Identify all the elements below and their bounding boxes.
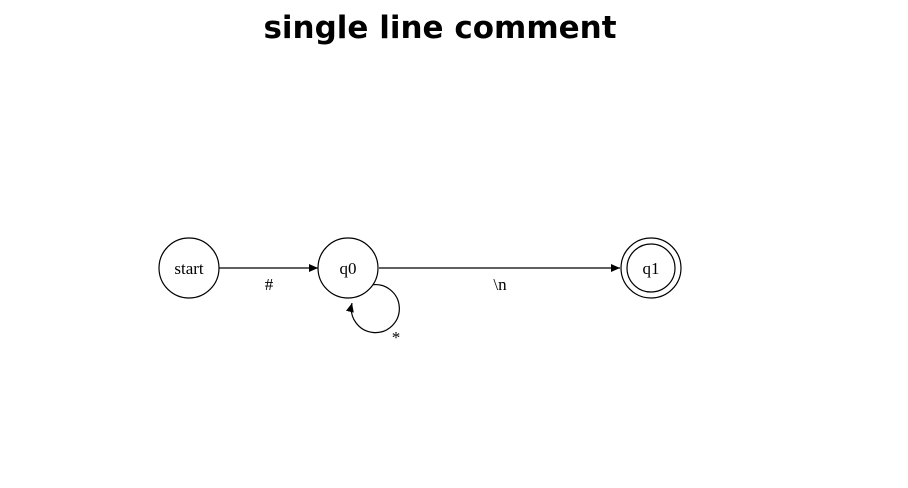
state-label-start: start	[174, 259, 204, 278]
state-q0: q0	[317, 237, 379, 299]
transition-label-star: *	[392, 328, 401, 347]
state-label-q1: q1	[643, 259, 660, 278]
state-q1: q1	[620, 237, 682, 299]
accepting-outer-ring	[620, 237, 682, 299]
state-label-q0: q0	[340, 259, 357, 278]
state-start: start	[158, 237, 220, 299]
transition-label-newline: \n	[493, 275, 507, 294]
accepting-inner-ring	[626, 243, 676, 293]
transition-label-hash: #	[265, 275, 274, 294]
transition-q0-self-loop	[346, 284, 400, 334]
diagram-title: single line comment	[263, 10, 617, 46]
